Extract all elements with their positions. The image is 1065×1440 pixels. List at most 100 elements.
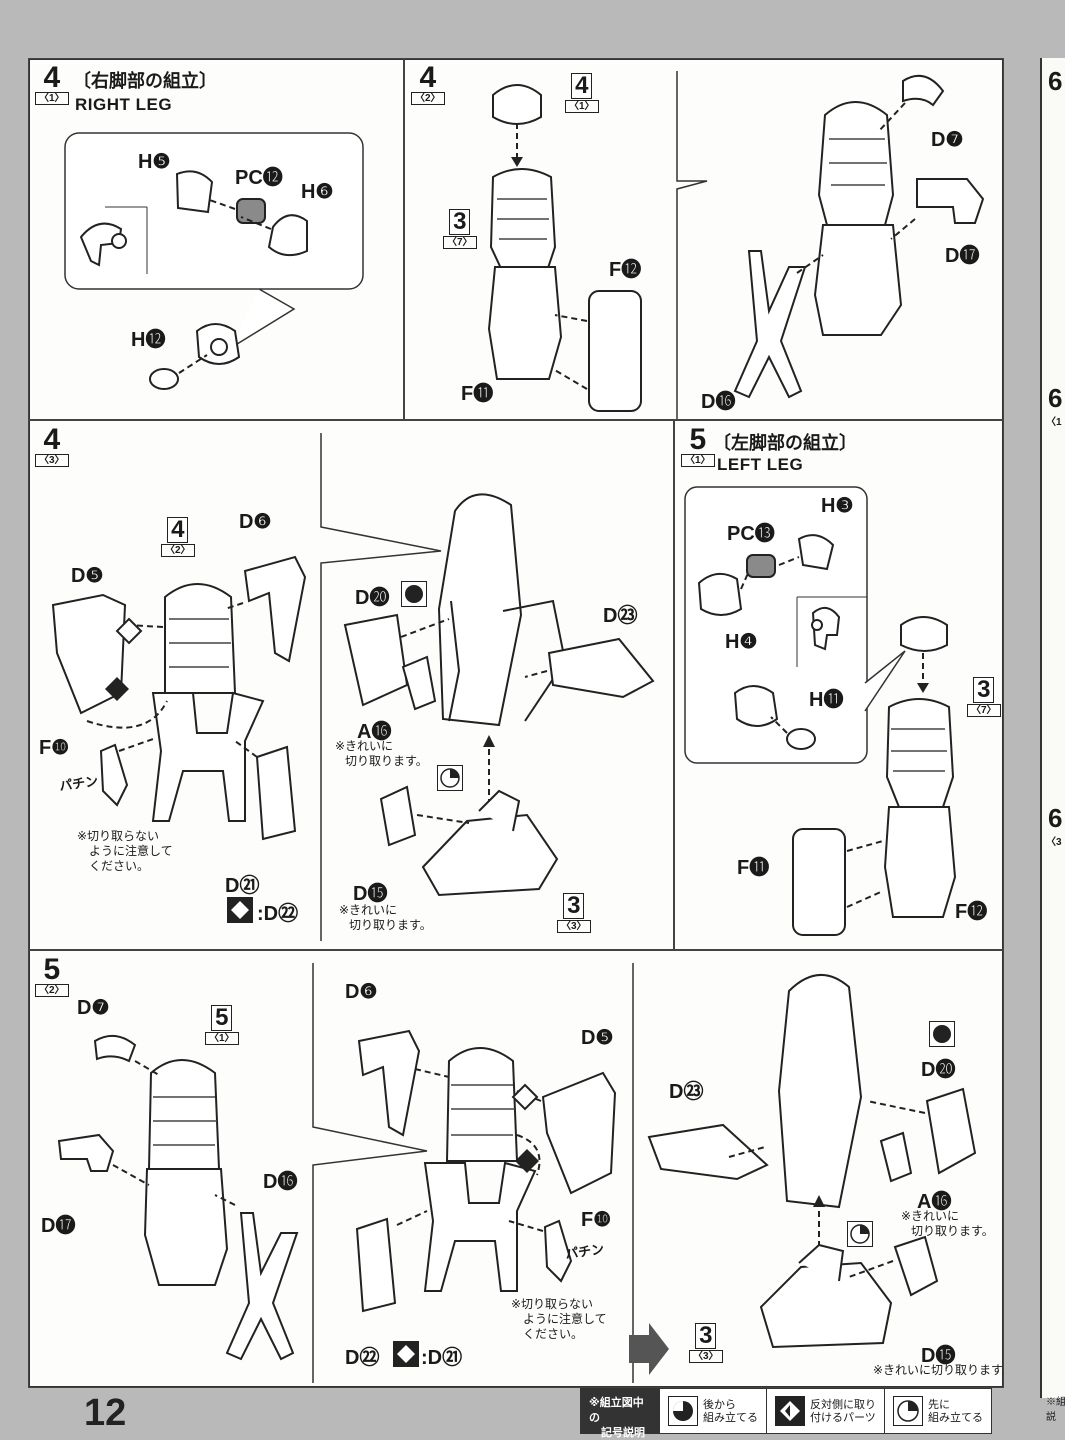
step-4-2-illustration bbox=[487, 71, 985, 419]
step-number: 5 〈2〉 bbox=[35, 955, 69, 997]
legend-line: 後から bbox=[703, 1398, 736, 1411]
part-label: F❿ bbox=[39, 737, 70, 759]
part-label: D㉓ bbox=[669, 1081, 704, 1103]
ref-step: 4 〈2〉 bbox=[161, 517, 195, 557]
assemble-later-icon bbox=[401, 581, 427, 607]
part-label: D⓱ bbox=[41, 1215, 76, 1237]
step-sub: 〈2〉 bbox=[35, 984, 69, 997]
step-title-jp: 〔右脚部の組立〕 bbox=[73, 71, 217, 92]
ref-sub: 〈2〉 bbox=[161, 544, 195, 557]
ref-num: 3 bbox=[973, 677, 995, 703]
legend-line: 反対側に取り bbox=[810, 1398, 876, 1411]
part-label: D⓱ bbox=[945, 245, 980, 267]
step-sub: 〈1〉 bbox=[681, 454, 715, 467]
part-label: H⓬ bbox=[131, 329, 166, 351]
part-label: H❻ bbox=[301, 181, 334, 203]
part-label: H❹ bbox=[725, 631, 758, 653]
part-label: D❺ bbox=[71, 565, 104, 587]
part-label: :D㉒ bbox=[257, 903, 299, 925]
symbol-legend: ※組立図中の 記号説明 後から 組み立てる 反対側に取り 付けるパーツ bbox=[580, 1388, 992, 1439]
note-line: ように注意して bbox=[523, 1312, 607, 1326]
part-label: F❿ bbox=[581, 1209, 612, 1231]
step-number: 4 〈1〉 bbox=[35, 63, 69, 105]
assemble-first-icon bbox=[893, 1396, 923, 1426]
step-4-1-illustration bbox=[64, 132, 364, 390]
caution-note: ※きれいに 切り取ります。 bbox=[901, 1209, 994, 1239]
legend-line: 付けるパーツ bbox=[810, 1411, 876, 1424]
legend-title-line: ※組立図中の bbox=[589, 1396, 644, 1424]
step-sub: 〈1〉 bbox=[35, 92, 69, 105]
ref-num: 4 bbox=[571, 73, 593, 99]
part-label: H❸ bbox=[821, 495, 854, 517]
note-line: ※きれいに bbox=[339, 903, 398, 917]
part-label: D⓯ bbox=[921, 1345, 956, 1367]
side-step-number: 6 bbox=[1048, 66, 1063, 96]
step-sub: 〈2〉 bbox=[411, 92, 445, 105]
ref-num: 5 bbox=[211, 1005, 233, 1031]
ref-step: 3 〈3〉 bbox=[557, 893, 591, 933]
step-number: 4 〈3〉 bbox=[35, 423, 69, 467]
note-line: ※切り取らない bbox=[77, 829, 160, 843]
note-line: ように注意して bbox=[89, 844, 173, 858]
ref-num: 3 bbox=[449, 209, 471, 235]
caution-note: ※切り取らない ように注意して ください。 bbox=[511, 1297, 607, 1342]
assemble-first-icon bbox=[437, 765, 463, 791]
assemble-later-icon bbox=[929, 1021, 955, 1047]
legend-text: 先に 組み立てる bbox=[928, 1398, 983, 1424]
side-step-sub: 〈3 bbox=[1046, 837, 1062, 848]
ref-step: 4 〈1〉 bbox=[565, 73, 599, 113]
ref-step: 3 〈7〉 bbox=[443, 209, 477, 249]
ref-sub: 〈3〉 bbox=[689, 1350, 723, 1363]
part-label: D㉒ bbox=[345, 1347, 380, 1369]
caution-note: ※きれいに 切り取ります。 bbox=[335, 739, 428, 769]
note-line: ※きれいに bbox=[901, 1209, 960, 1223]
note-line: 切り取ります。 bbox=[911, 1224, 994, 1238]
step-5-1-illustration bbox=[684, 486, 957, 936]
step-5-2-illustration bbox=[57, 963, 977, 1383]
step-title-en: RIGHT LEG bbox=[75, 95, 173, 114]
side-note: ※組 説 bbox=[1046, 1397, 1065, 1423]
next-page-edge: 6 6 〈1 6 〈3 ※組 説 bbox=[1040, 58, 1065, 1423]
part-label: F⓫ bbox=[461, 383, 494, 405]
side-step-number: 6 bbox=[1048, 803, 1063, 833]
legend-text: 反対側に取り 付けるパーツ bbox=[810, 1398, 876, 1424]
part-label: A⓰ bbox=[357, 721, 392, 743]
part-label: PC⓭ bbox=[727, 523, 775, 545]
step-title-en: LEFT LEG bbox=[717, 455, 804, 474]
ref-num: 3 bbox=[695, 1323, 717, 1349]
step-4-3-panel: 4 〈3〉 4 〈2〉 3 〈3〉 bbox=[28, 420, 674, 950]
opposite-side-icon bbox=[227, 897, 253, 923]
caution-note: ※きれいに切り取ります。 bbox=[873, 1363, 1004, 1377]
ref-num: 3 bbox=[563, 893, 585, 919]
legend-item-assemble-first: 先に 組み立てる bbox=[884, 1389, 991, 1433]
part-label: F⓬ bbox=[609, 259, 642, 281]
legend-title-line: 記号説明 bbox=[601, 1426, 645, 1439]
note-line: ※きれいに bbox=[335, 739, 394, 753]
ref-num: 4 bbox=[167, 517, 189, 543]
part-label: PC⓬ bbox=[235, 167, 283, 189]
caution-note: ※きれいに 切り取ります。 bbox=[339, 903, 432, 933]
part-label: D❻ bbox=[239, 511, 272, 533]
ref-sub: 〈7〉 bbox=[443, 236, 477, 249]
step-num: 4 bbox=[43, 423, 61, 456]
legend-line: 組み立てる bbox=[928, 1411, 983, 1424]
caution-note: ※切り取らない ように注意して ください。 bbox=[77, 829, 173, 874]
ref-sub: 〈1〉 bbox=[565, 100, 599, 113]
note-line: ※切り取らない bbox=[511, 1297, 594, 1311]
part-label: D㉑ bbox=[225, 875, 260, 897]
legend-item-opposite-side: 反対側に取り 付けるパーツ bbox=[766, 1389, 884, 1433]
part-label: D❻ bbox=[345, 981, 378, 1003]
step-5-2-panel: 5 〈2〉 5 〈1〉 3 〈3〉 bbox=[28, 950, 1004, 1388]
assemble-later-icon bbox=[668, 1396, 698, 1426]
note-line: 切り取ります。 bbox=[349, 918, 432, 932]
ref-step: 5 〈1〉 bbox=[205, 1005, 239, 1045]
legend-item-assemble-later: 後から 組み立てる bbox=[659, 1389, 766, 1433]
part-label: F⓫ bbox=[737, 857, 770, 879]
step-title-jp: 〔左脚部の組立〕 bbox=[713, 433, 857, 454]
part-label: A⓰ bbox=[917, 1191, 952, 1213]
opposite-side-icon bbox=[775, 1396, 805, 1426]
part-label: D⓯ bbox=[353, 883, 388, 905]
ref-sub: 〈1〉 bbox=[205, 1032, 239, 1045]
part-label: F⓬ bbox=[955, 901, 988, 923]
